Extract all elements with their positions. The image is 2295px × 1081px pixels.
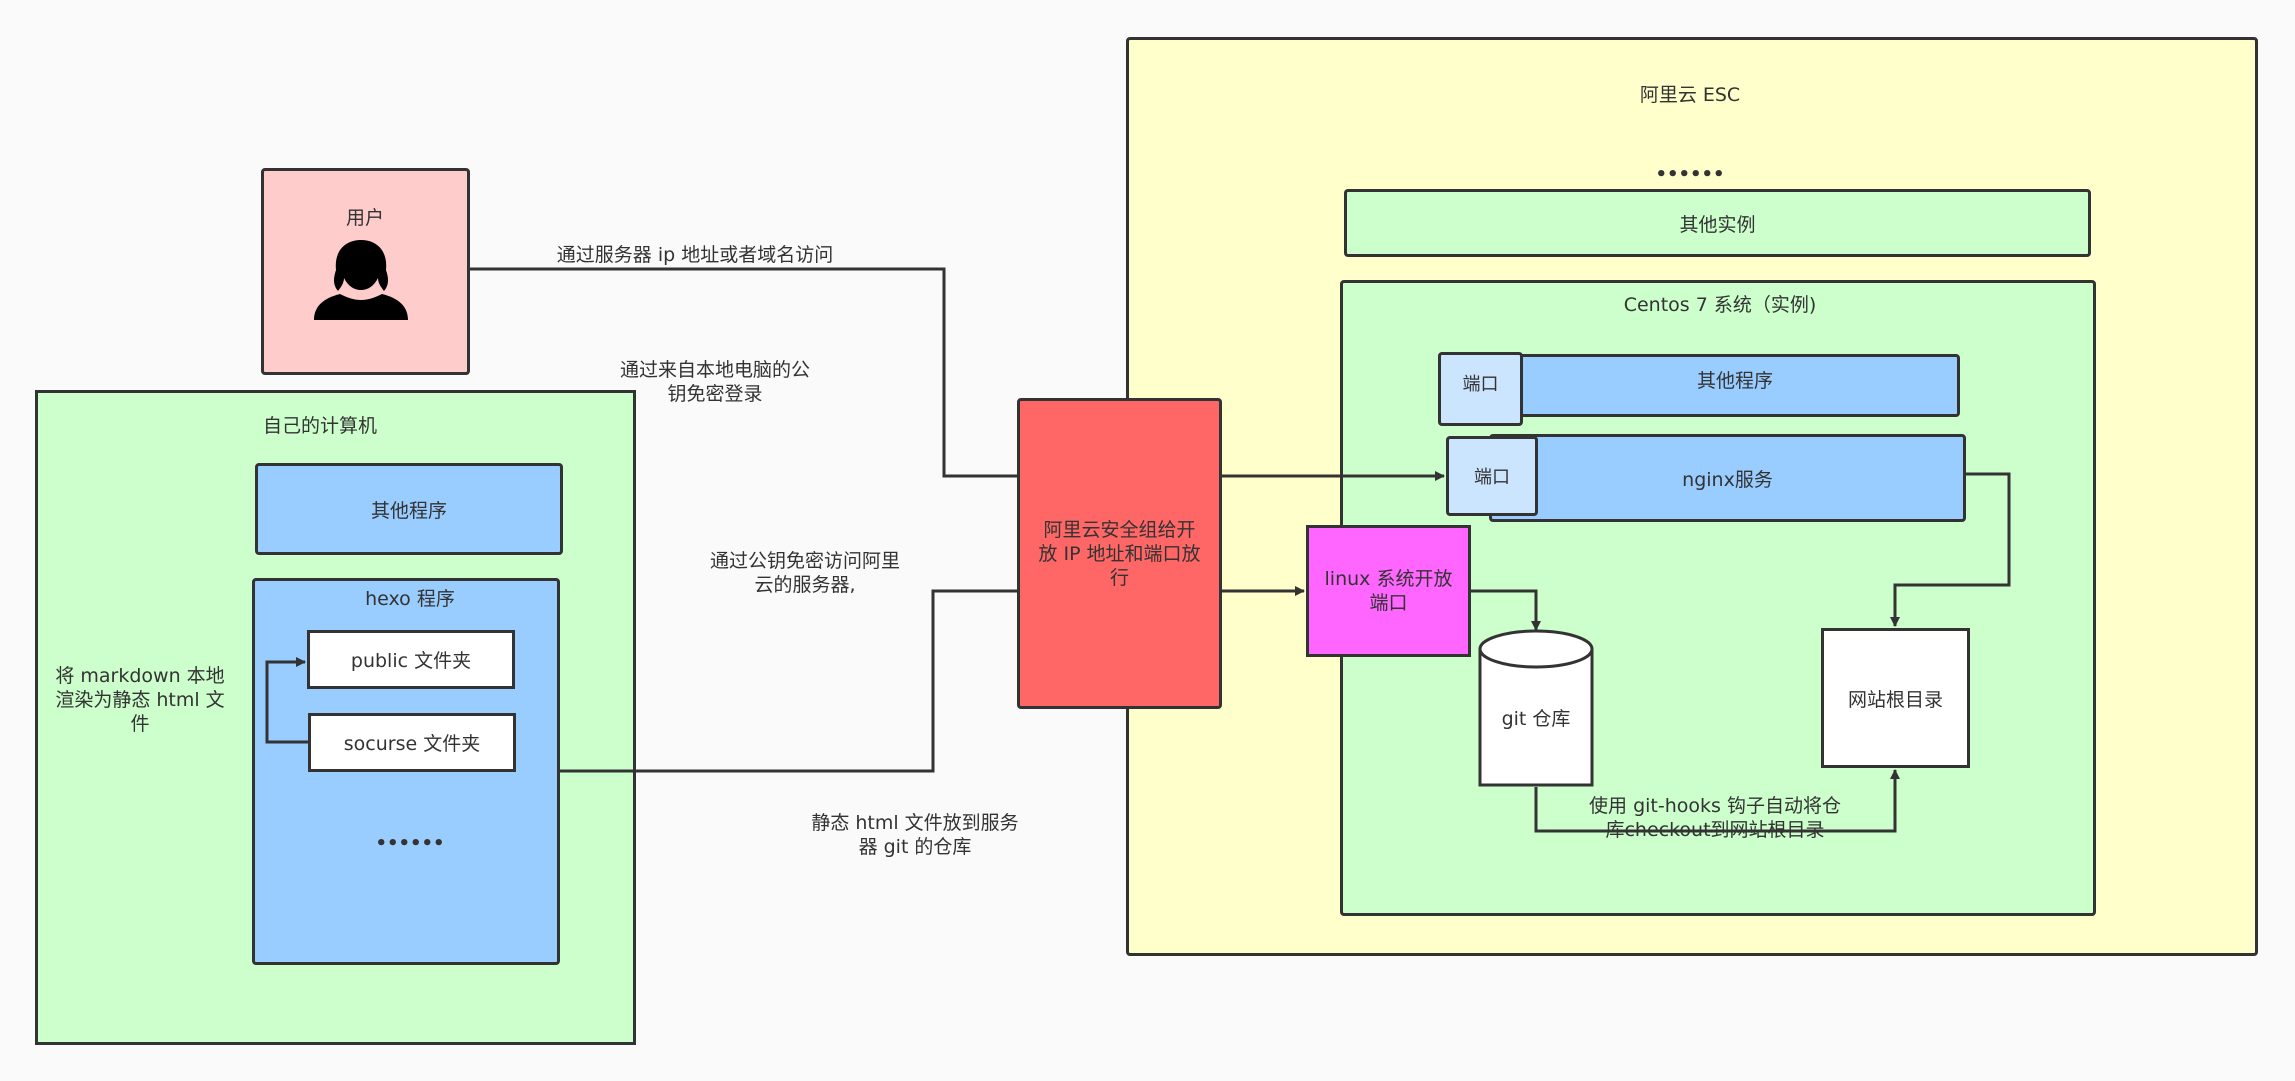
public-folder-label: public 文件夹 <box>350 650 472 672</box>
web-root-label: 网站根目录 <box>1847 688 1943 711</box>
port-box-2: 端口 <box>1446 436 1538 516</box>
centos-title: Centos 7 系统（实例) <box>1623 294 1817 316</box>
web-root-box: 网站根目录 <box>1821 628 1970 768</box>
edge-label-static-to-git: 静态 html 文件放到服务 器 git 的仓库 <box>811 812 1019 858</box>
git-repo-cylinder <box>1478 629 1594 787</box>
linux-port-box: linux 系统开放 端口 <box>1306 525 1471 657</box>
nginx-label: nginx服务 <box>1682 468 1773 491</box>
edge-label-key-access: 通过公钥免密访问阿里 云的服务器, <box>709 550 900 596</box>
render-note: 将 markdown 本地 渲染为静态 html 文 件 <box>55 665 225 735</box>
source-folder-label: socurse 文件夹 <box>343 733 481 755</box>
security-group-label: 阿里云安全组给开 放 IP 地址和端口放 行 <box>1038 518 1201 589</box>
git-repo-label: git 仓库 <box>1501 708 1571 730</box>
user-icon <box>314 240 408 320</box>
edge-label-user-access: 通过服务器 ip 地址或者域名访问 <box>556 244 834 266</box>
git-hooks-note: 使用 git-hooks 钩子自动将仓 库checkout到网站根目录 <box>1589 795 1841 841</box>
nginx-box: nginx服务 <box>1489 434 1966 522</box>
other-instances-label: 其他实例 <box>1679 213 1756 236</box>
linux-port-label: linux 系统开放 端口 <box>1324 568 1453 614</box>
other-instances-box: 其他实例 <box>1344 189 2091 257</box>
ellipsis-top: •••••• <box>1655 164 1725 185</box>
local-other-programs-label: 其他程序 <box>370 499 447 522</box>
user-label: 用户 <box>345 207 384 229</box>
port-label-1: 端口 <box>1462 374 1499 395</box>
aliyun-esc-title: 阿里云 ESC <box>1639 84 1741 106</box>
public-folder-box: public 文件夹 <box>307 630 515 689</box>
source-folder-box: socurse 文件夹 <box>308 713 516 772</box>
local-computer-title: 自己的计算机 <box>262 415 377 437</box>
centos-other-programs-box: 其他程序 <box>1510 354 1960 417</box>
hexo-ellipsis: •••••• <box>375 833 445 854</box>
hexo-title: hexo 程序 <box>365 588 455 610</box>
edge-label-local-key-login: 通过来自本地电脑的公 钥免密登录 <box>619 359 810 405</box>
centos-other-programs-label: 其他程序 <box>1696 370 1773 392</box>
security-group-box: 阿里云安全组给开 放 IP 地址和端口放 行 <box>1017 398 1222 709</box>
port-box-1: 端口 <box>1438 352 1523 426</box>
local-other-programs-box: 其他程序 <box>255 463 563 555</box>
port-label-2: 端口 <box>1474 467 1510 488</box>
